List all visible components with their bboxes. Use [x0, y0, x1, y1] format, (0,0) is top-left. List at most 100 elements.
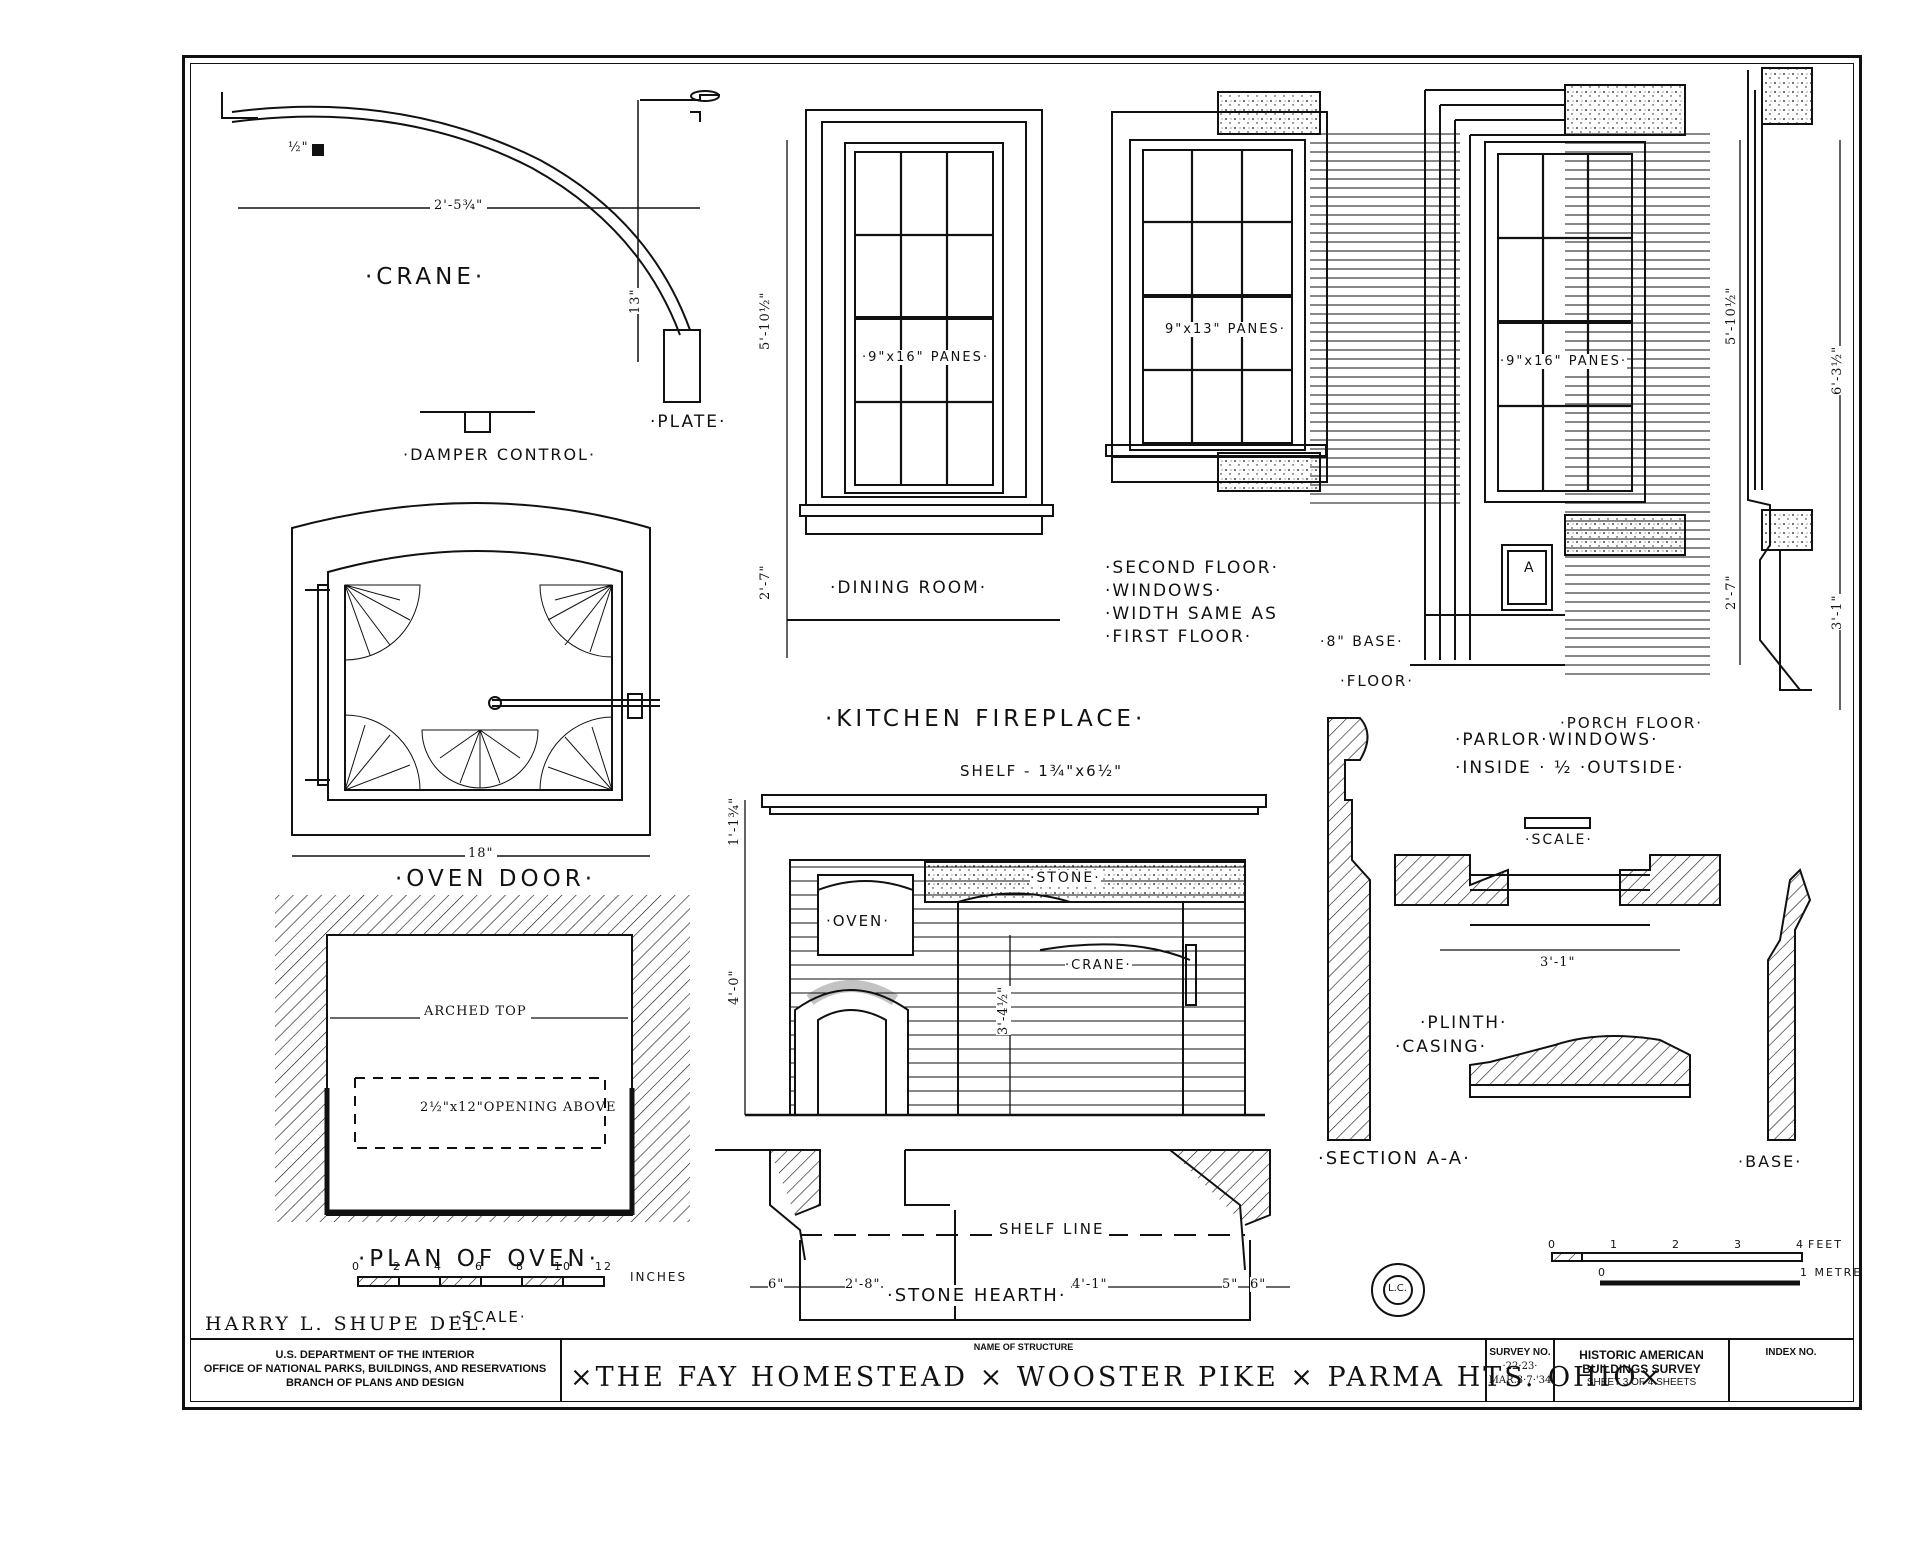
shelf-label: SHELF - 1¾"x6½" [960, 762, 1124, 780]
feet-scale-tick: 1 [1610, 1238, 1619, 1251]
oven-scale-units: INCHES [630, 1270, 688, 1284]
feet-scale-tick: 4 [1796, 1238, 1805, 1251]
kitchen-fireplace-drawing [715, 794, 1290, 1321]
habs-line: BUILDINGS SURVEY [1582, 1362, 1701, 1376]
parlor-upper-dimension: 5'-10½" [1724, 286, 1739, 345]
second-floor-note-line: ·FIRST FLOOR· [1105, 627, 1253, 647]
structure-name-cell: NAME OF STRUCTURE ×THE FAY HOMESTEAD × W… [562, 1340, 1661, 1402]
parlor-sill-dimension: 3'-1" [1830, 594, 1845, 630]
casing-label: ·CASING· [1395, 1037, 1488, 1057]
damper-control-label: ·DAMPER CONTROL· [403, 445, 597, 464]
feet-label: FEET [1808, 1238, 1843, 1251]
parlor-lower-dimension: 2'-7" [1724, 574, 1739, 610]
kitchen-crane-label: ·CRANE· [1065, 958, 1132, 973]
feet-scale-tick: 2 [1672, 1238, 1681, 1251]
hearth-dim: 2'-8" [845, 1277, 881, 1292]
agency-line: OFFICE OF NATIONAL PARKS, BUILDINGS, AND… [203, 1363, 547, 1375]
oven-scale-tick: 2 [393, 1260, 402, 1273]
survey-date: MAR.3·7·'34 [1488, 1375, 1552, 1386]
oven-label: ·OVEN· [826, 912, 891, 930]
metre-label: 1 METRE [1800, 1266, 1863, 1279]
section-aa-label: ·SECTION A-A· [1318, 1148, 1471, 1169]
hearth-dim: 4'-1" [1072, 1277, 1108, 1292]
oven-scale-tick: 12 [595, 1260, 613, 1273]
detail-width-dimension: 3'-1" [1540, 955, 1576, 970]
second-floor-note-line: ·WIDTH SAME AS [1105, 604, 1278, 624]
oven-scale-ticks: 0 2 4 6 8 10 12 [352, 1260, 622, 1274]
feet-scale-ticks: 0 1 2 3 4 [1548, 1238, 1828, 1252]
oven-plan-drawing [275, 895, 690, 1287]
feet-scale-tick: 0 [1548, 1238, 1557, 1251]
dining-window-drawing [786, 109, 1060, 658]
second-floor-note: ·SECOND FLOOR· ·WINDOWS· ·WIDTH SAME AS … [1105, 558, 1279, 647]
plinth-label: ·PLINTH· [1420, 1013, 1508, 1033]
sheet-inner-border [190, 63, 1854, 1402]
parlor-title-line-2: ·INSIDE · ½ ·OUTSIDE· [1455, 758, 1685, 778]
metre-zero-label: 0 [1598, 1266, 1607, 1279]
crane-length-dimension: 2'-5¾" [430, 198, 488, 213]
survey-caption: SURVEY NO. [1489, 1347, 1551, 1358]
crane-title: ·CRANE· [365, 264, 487, 290]
kitchen-fireplace-title: ·KITCHEN FIREPLACE· [825, 706, 1147, 732]
parlor-window-drawing [1410, 67, 1841, 710]
oven-scale-label: ·SCALE· [455, 1308, 527, 1326]
agency-line: BRANCH OF PLANS AND DESIGN [285, 1377, 465, 1389]
detail-scale-label: ·SCALE· [1525, 832, 1593, 848]
oven-scale-tick: 0 [352, 1260, 361, 1273]
section-mark-label: A [1524, 560, 1536, 576]
second-floor-note-line: ·SECOND FLOOR· [1105, 558, 1280, 578]
shelf-height-dimension: 1'-1¾" [727, 796, 742, 846]
dining-upper-dimension: 5'-10½" [758, 291, 773, 350]
survey-cell: SURVEY NO. ·22·23· MAR.3·7·'34 [1487, 1340, 1555, 1402]
oven-scale-tick: 10 [554, 1260, 572, 1273]
base-label: ·BASE· [1738, 1152, 1803, 1171]
survey-number: ·22·23· [1502, 1361, 1538, 1372]
shelf-line-label: SHELF LINE [995, 1220, 1109, 1238]
agency-cell: U.S. DEPARTMENT OF THE INTERIOR OFFICE O… [190, 1340, 562, 1402]
structure-name: ×THE FAY HOMESTEAD × WOOSTER PIKE × PARM… [570, 1362, 1665, 1393]
crane-height-dimension: 13" [628, 288, 643, 314]
title-block: U.S. DEPARTMENT OF THE INTERIOR OFFICE O… [190, 1338, 1854, 1402]
dining-lower-dimension: 2'-7" [758, 564, 773, 600]
crane-drawing [221, 90, 720, 403]
second-floor-panes-label: 9"x13" PANES· [1165, 322, 1286, 337]
hearth-dim: 6" [768, 1277, 785, 1292]
library-stamp: L.C. [1388, 1283, 1407, 1294]
parlor-total-dimension: 6'-3½" [1830, 345, 1845, 395]
plan-of-oven-title: ·PLAN OF OVEN· [358, 1246, 600, 1272]
sheet-border [182, 55, 1862, 1410]
agency-line: U.S. DEPARTMENT OF THE INTERIOR [275, 1349, 475, 1361]
oven-door-drawing [291, 502, 660, 857]
habs-line: HISTORIC AMERICAN [1579, 1348, 1704, 1362]
stone-label: ·STONE· [1030, 870, 1101, 886]
hearth-dim: 5" [1222, 1277, 1239, 1292]
oven-door-title: ·OVEN DOOR· [395, 866, 597, 892]
second-floor-note-line: ·WINDOWS· [1105, 581, 1223, 601]
oven-scale-tick: 4 [434, 1260, 443, 1273]
porch-floor-label: ·PORCH FLOOR· [1560, 714, 1704, 732]
name-caption: NAME OF STRUCTURE [973, 1342, 1074, 1352]
opening-height-dimension: 4'-0" [727, 969, 742, 1005]
parlor-title-line-1: ·PARLOR·WINDOWS· [1455, 730, 1659, 750]
base-8in-label: ·8" BASE· [1320, 634, 1404, 650]
index-caption: INDEX NO. [1765, 1347, 1817, 1358]
dining-panes-label: ·9"x16" PANES· [862, 350, 989, 365]
sheet-number: SHEET 3 OF 4 SHEETS [1586, 1377, 1697, 1388]
plate-label: ·PLATE· [650, 412, 727, 432]
dining-room-title: ·DINING ROOM· [830, 578, 988, 598]
second-floor-window-drawing [1105, 91, 1460, 505]
index-cell: INDEX NO. [1730, 1340, 1852, 1402]
oven-scale-tick: 8 [516, 1260, 525, 1273]
oven-door-width-dimension: 18" [465, 846, 497, 861]
section-details-drawing [1327, 717, 1812, 1317]
crane-bar-dimension: ½" [288, 140, 309, 155]
inner-height-dimension: 3'-4½" [996, 985, 1011, 1035]
stone-hearth-label: ·STONE HEARTH· [883, 1285, 1071, 1306]
opening-above-label: 2½"x12"OPENING ABOVE [420, 1100, 617, 1115]
feet-scale-tick: 3 [1734, 1238, 1743, 1251]
damper-drawing [420, 411, 535, 433]
arched-top-label: ARCHED TOP [420, 1004, 531, 1019]
parlor-panes-label: ·9"x16" PANES· [1500, 354, 1627, 369]
floor-label: ·FLOOR· [1340, 672, 1415, 690]
